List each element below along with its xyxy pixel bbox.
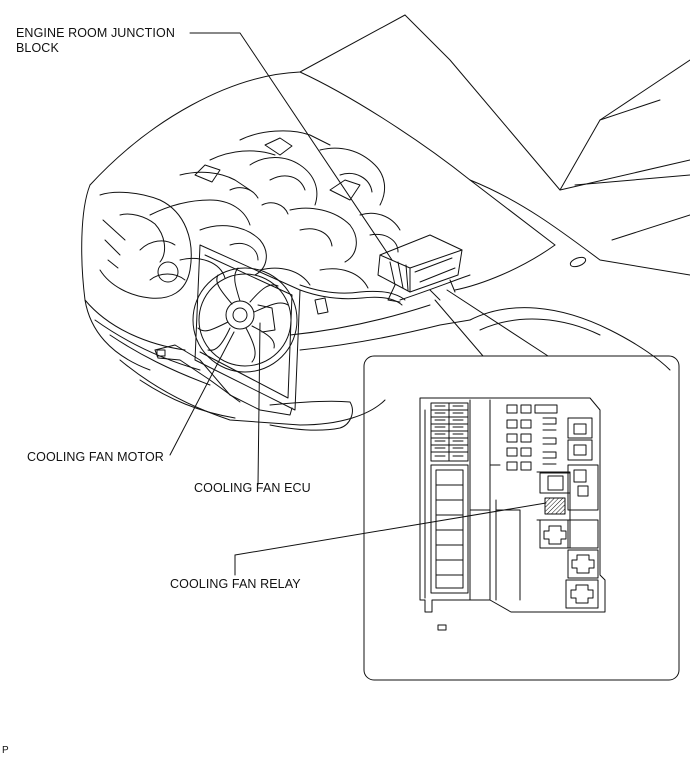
label-engine-room-junction-block: ENGINE ROOM JUNCTION BLOCK xyxy=(16,26,175,55)
mini-fuses xyxy=(506,404,558,471)
junction-block-small xyxy=(377,234,463,303)
label-cooling-fan-relay: COOLING FAN RELAY xyxy=(170,577,301,591)
cooling-fan-relay-highlight xyxy=(544,497,566,515)
car-body xyxy=(81,14,690,431)
fuse-grid-left xyxy=(430,402,469,462)
leader-lines xyxy=(169,32,549,576)
cooling-fan-assembly xyxy=(154,244,301,416)
fuse-column-lower xyxy=(430,464,469,594)
figure-code: P xyxy=(2,745,9,756)
label-cooling-fan-ecu: COOLING FAN ECU xyxy=(194,481,311,495)
relays-right xyxy=(536,417,599,609)
junction-block-detail xyxy=(363,355,680,681)
label-cooling-fan-motor: COOLING FAN MOTOR xyxy=(27,450,164,464)
